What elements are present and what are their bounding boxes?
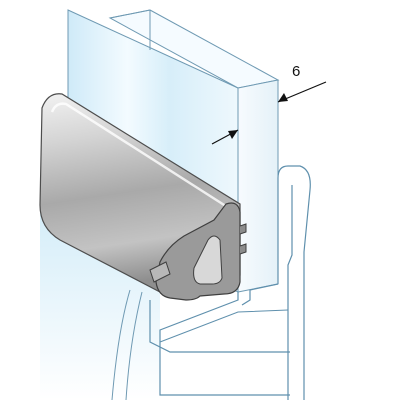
frame-channel-body xyxy=(159,292,290,396)
glass-pane-side xyxy=(237,79,279,293)
dimension-label: 6 xyxy=(292,63,300,80)
seal-fins xyxy=(239,223,247,255)
dimension-arrow-right xyxy=(278,93,288,102)
seal-highlight xyxy=(50,102,233,212)
frame-channel-profile xyxy=(241,165,311,400)
glass-lower-panel xyxy=(40,200,160,400)
frame-channel-inner xyxy=(159,309,289,343)
seal-inner-cavity xyxy=(193,235,223,285)
dimension-arrow-left xyxy=(228,130,238,139)
frame-channel-bottom-lip xyxy=(149,300,290,353)
seal-lip xyxy=(149,261,171,283)
glass-edge-streak xyxy=(111,289,143,400)
glass-back-edge-top xyxy=(109,9,151,19)
